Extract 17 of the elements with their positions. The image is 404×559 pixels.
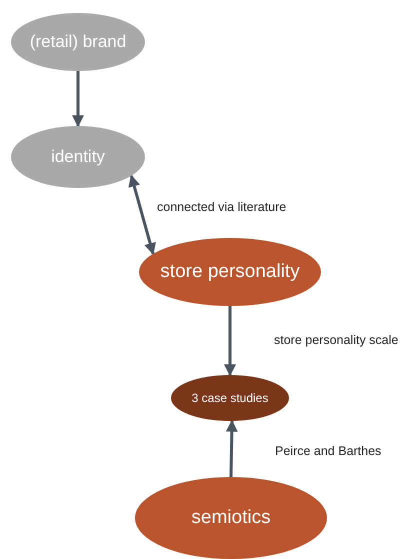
node-label: 3 case studies: [192, 391, 268, 405]
edge-label: connected via literature: [157, 200, 286, 214]
ellipse-node: [171, 375, 289, 421]
arrow: [226, 420, 238, 478]
arrow: [72, 71, 84, 128]
ellipse-node: [11, 126, 145, 188]
ellipse-node: [11, 13, 145, 71]
ellipse-node: [135, 477, 327, 559]
node-label: identity: [51, 147, 105, 167]
arrow: [128, 174, 156, 255]
node-label: store personality: [160, 261, 300, 283]
arrow: [224, 306, 236, 376]
edge-label: Peirce and Barthes: [275, 444, 382, 458]
node-label: (retail) brand: [30, 32, 126, 52]
node-label: semiotics: [191, 507, 271, 529]
edge-label: store personality scale: [274, 333, 398, 347]
ellipse-node: [139, 238, 321, 306]
